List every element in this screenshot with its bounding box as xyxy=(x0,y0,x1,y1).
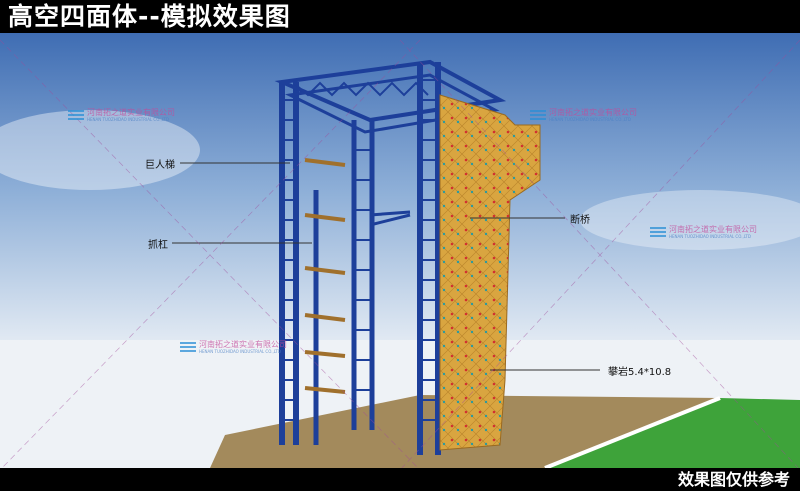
watermark-name-cn: 河南拓之道实业有限公司 xyxy=(199,340,287,349)
label-giant-ladder: 巨人梯 xyxy=(145,160,175,171)
cloud xyxy=(0,110,200,190)
watermark-name-en: HENAN TUOZHIDAO INDUSTRIAL CO.,LTD xyxy=(199,349,281,354)
watermark-name-cn: 河南拓之道实业有限公司 xyxy=(549,108,637,117)
watermark-name-en: HENAN TUOZHIDAO INDUSTRIAL CO.,LTD xyxy=(87,117,169,122)
footer-bar xyxy=(0,468,800,491)
title-bar xyxy=(0,0,800,33)
leader-lines xyxy=(172,162,600,371)
watermark-name-cn: 河南拓之道实业有限公司 xyxy=(669,225,757,234)
company-logo-icon xyxy=(180,342,196,352)
watermark-name-en: HENAN TUOZHIDAO INDUSTRIAL CO.,LTD xyxy=(669,234,751,239)
company-logo-icon xyxy=(530,110,546,120)
watermark-name-cn: 河南拓之道实业有限公司 xyxy=(87,108,175,117)
giant-ladder-rungs xyxy=(304,158,346,394)
cloud xyxy=(580,190,800,250)
grass xyxy=(545,398,800,468)
climbing-wall xyxy=(439,94,541,451)
curb xyxy=(544,396,721,470)
label-broken-bridge: 断桥 xyxy=(570,215,590,226)
page-title: 高空四面体--模拟效果图 xyxy=(8,2,291,31)
sky xyxy=(0,33,800,353)
label-climbing-wall: 攀岩5.4*10.8 xyxy=(608,367,672,378)
disclaimer: 效果图仅供参考 xyxy=(677,470,790,489)
label-grab-bar: 抓杠 xyxy=(148,240,168,251)
watermark-name-en: HENAN TUOZHIDAO INDUSTRIAL CO.,LTD xyxy=(549,117,631,122)
steel-frame xyxy=(274,59,507,455)
company-logo-icon xyxy=(68,110,84,120)
company-logo-icon xyxy=(650,227,666,237)
